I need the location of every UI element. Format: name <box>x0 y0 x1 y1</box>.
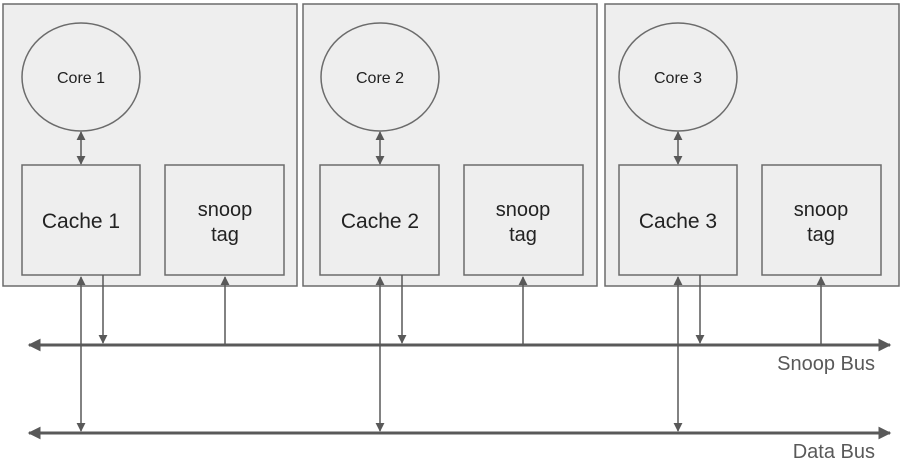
snoop-tag-1-line2: tag <box>211 224 239 246</box>
core-3-node <box>618 22 738 132</box>
snoop-tag-2-line2: tag <box>509 224 537 246</box>
core-panel-3: Core 3 Cache 3 snoop tag <box>604 3 900 287</box>
data-bus-label: Data Bus <box>793 441 875 463</box>
cache-2-label: Cache 2 <box>341 210 419 233</box>
core-2-label: Core 2 <box>356 70 404 87</box>
core-1-label: Core 1 <box>57 70 105 87</box>
snoop-tag-1-line1: snoop <box>198 199 253 221</box>
core-2-node <box>320 22 440 132</box>
core-1-node <box>21 22 141 132</box>
cache-2-box <box>319 164 440 276</box>
core-panel-1: Core 1 Cache 1 snoop tag <box>2 3 298 287</box>
snoop-tag-3-line2: tag <box>807 224 835 246</box>
core-3-label: Core 3 <box>654 70 702 87</box>
snoop-tag-2-box <box>463 164 584 276</box>
core-panel-2: Core 2 Cache 2 snoop tag <box>302 3 598 287</box>
cache-3-box <box>618 164 738 276</box>
cache-1-label: Cache 1 <box>42 210 120 233</box>
cache-1-box <box>21 164 141 276</box>
snoop-tag-1-box <box>164 164 285 276</box>
snoop-tag-3-line1: snoop <box>794 199 849 221</box>
cache-3-label: Cache 3 <box>639 210 717 233</box>
snoop-tag-3-box <box>761 164 882 276</box>
snoop-bus-label: Snoop Bus <box>777 353 875 375</box>
snoop-tag-2-line1: snoop <box>496 199 551 221</box>
